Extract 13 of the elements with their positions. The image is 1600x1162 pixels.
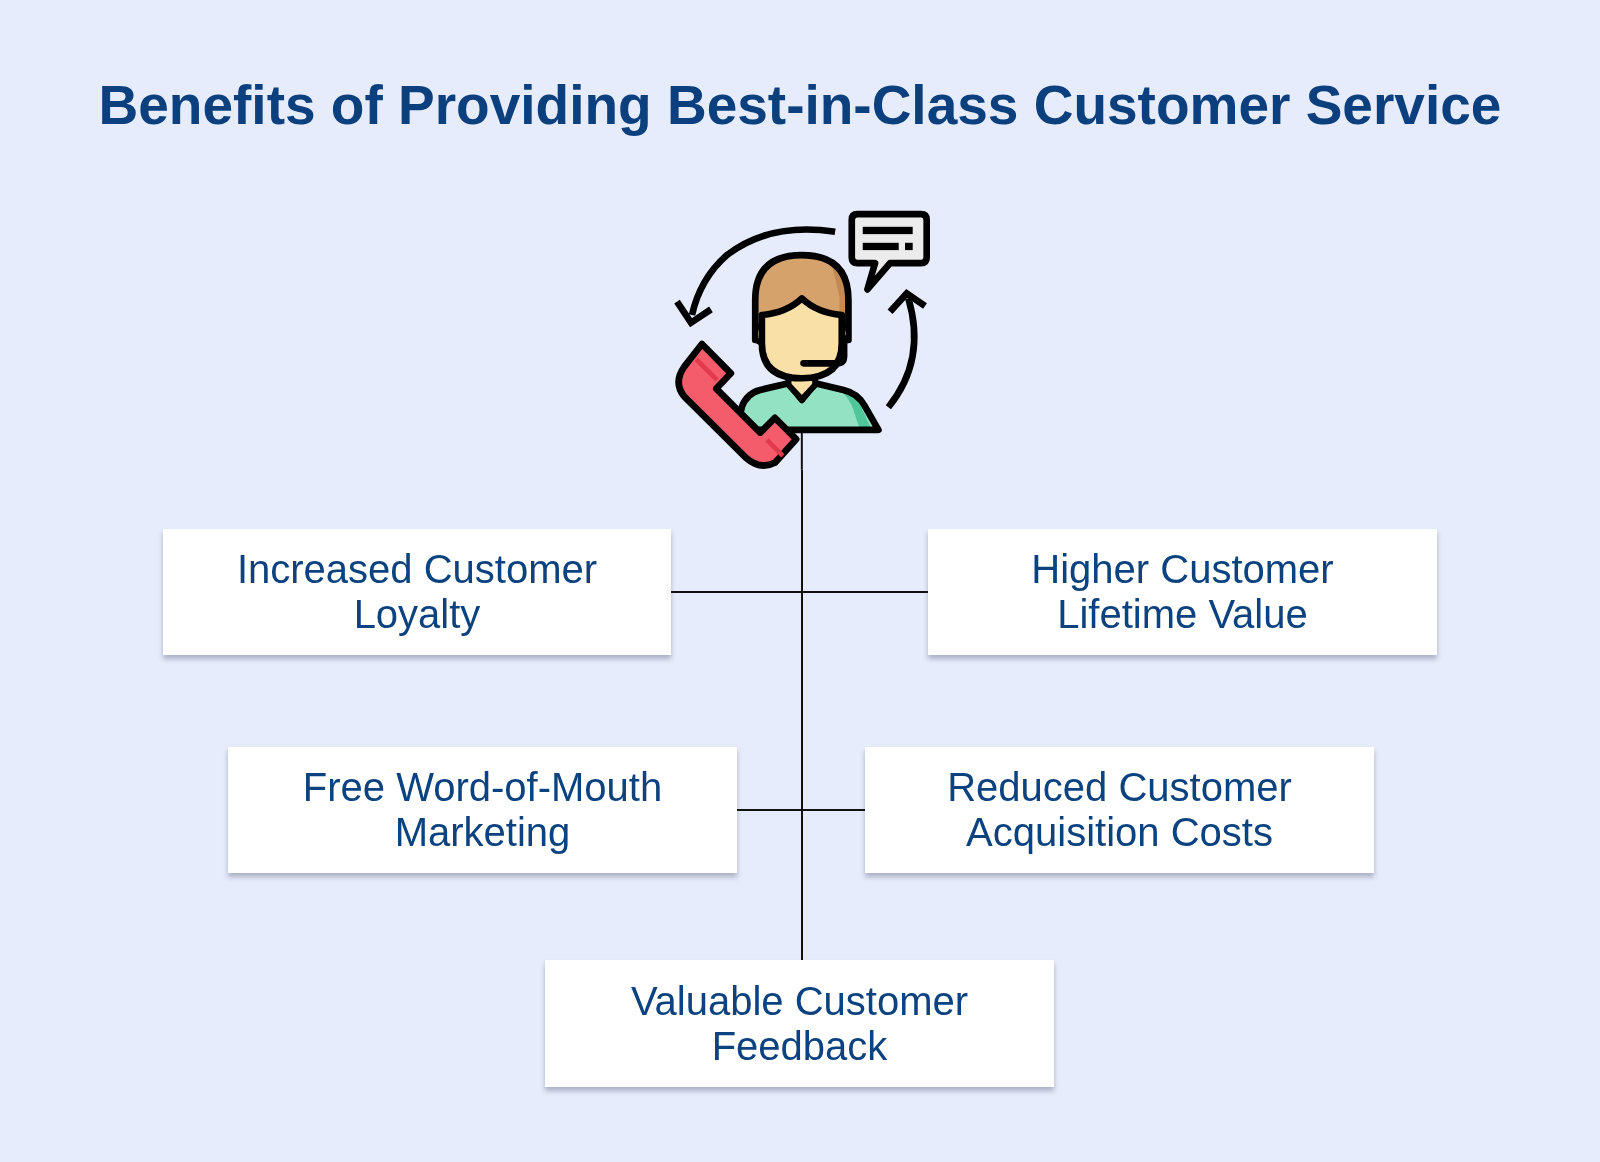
benefit-text: Valuable Customer Feedback	[629, 978, 970, 1069]
benefit-card	[865, 747, 1374, 873]
diagram-title: Benefits of Providing Best-in-Class Customer Service	[98, 73, 1502, 138]
benefit-text: Higher Customer Lifetime Value	[1030, 547, 1335, 637]
benefit-text: Reduced Customer Acquisition Costs	[946, 765, 1293, 855]
benefit-card	[228, 747, 737, 873]
benefit-card	[545, 960, 1054, 1087]
benefit-text: Increased Customer Loyalty	[235, 547, 599, 637]
connector-line	[801, 469, 803, 961]
benefit-card	[928, 529, 1437, 655]
support-agent-icon	[673, 210, 931, 470]
benefit-text: Free Word-of-Mouth Marketing	[301, 765, 664, 855]
benefit-card	[163, 529, 671, 655]
